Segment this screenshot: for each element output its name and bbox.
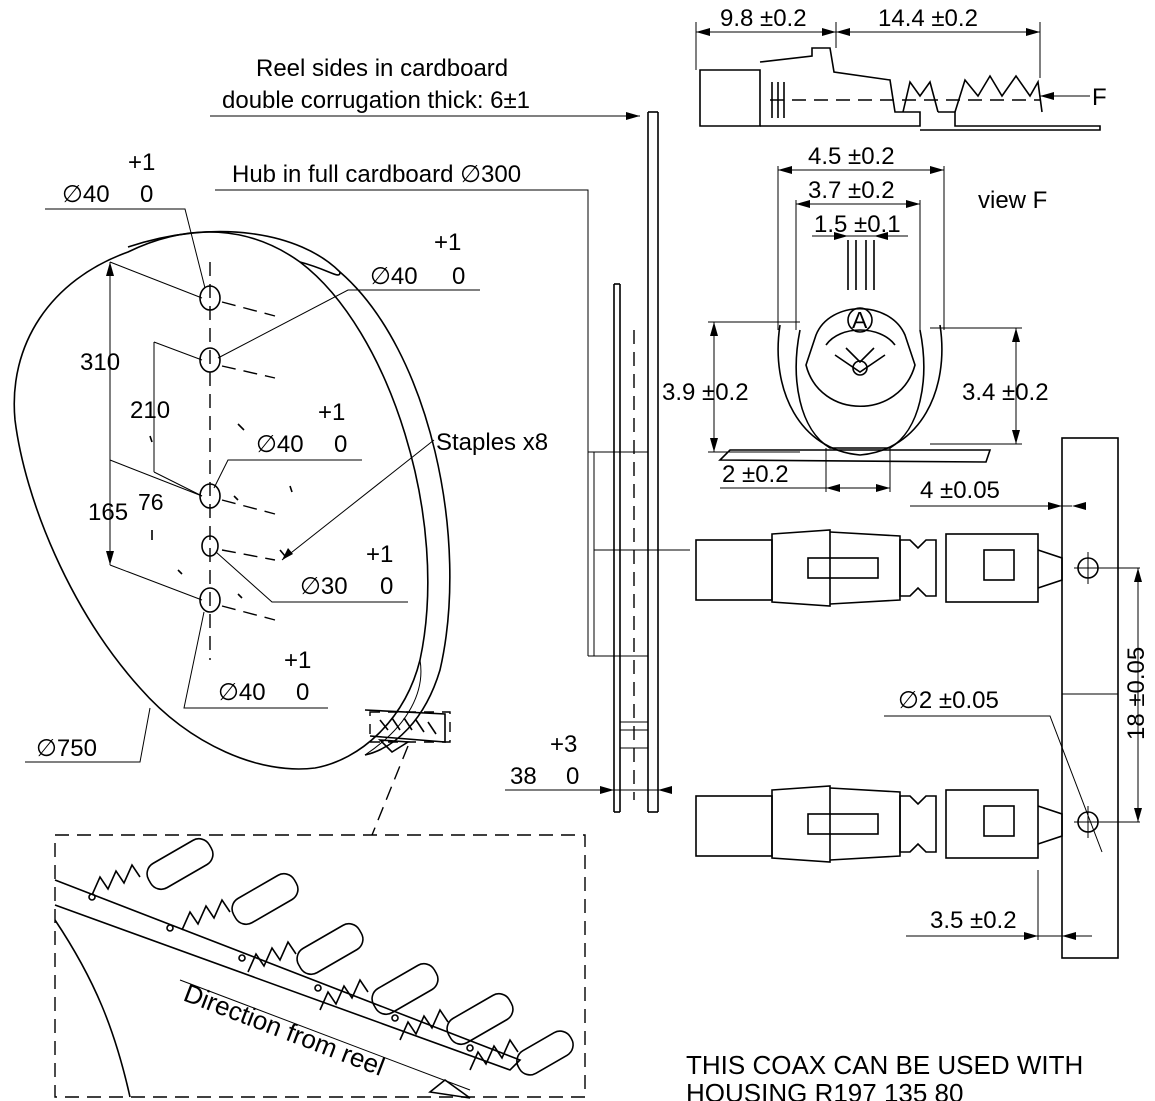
- contact-mark: A: [852, 307, 868, 333]
- hole-4-zero: 0: [380, 573, 393, 600]
- direction-label: Direction from reel: [180, 978, 389, 1082]
- hole-top-dia: ∅40: [62, 181, 110, 208]
- sides-line1: Reel sides in cardboard: [256, 55, 508, 82]
- width-zero: 0: [566, 763, 579, 790]
- staples-label: Staples x8: [436, 429, 548, 456]
- reel-diameter: ∅750: [36, 735, 97, 762]
- hole-top-tol: +1: [128, 149, 155, 176]
- dim-76: 76: [138, 489, 164, 515]
- hole-2-dia: ∅40: [370, 263, 418, 290]
- contact-1: [695, 529, 1140, 607]
- note-line2: HOUSING R197 135 80: [686, 1078, 963, 1101]
- width-value: 38: [510, 763, 537, 790]
- hole-4-dia: ∅30: [300, 573, 348, 600]
- view-letter: F: [1092, 84, 1107, 111]
- strip-view: 4 ±0.05: [695, 437, 1150, 959]
- dim-2: 2 ±0.2: [722, 461, 789, 488]
- hole-3-tol: +1: [318, 399, 345, 426]
- dim-3-9: 3.9 ±0.2: [662, 379, 749, 406]
- dim-4: 4 ±0.05: [920, 477, 1000, 504]
- dim-3-7: 3.7 ±0.2: [808, 177, 895, 204]
- note: THIS COAX CAN BE USED WITH HOUSING R197 …: [686, 1050, 1083, 1101]
- dim-210: 210: [130, 397, 170, 424]
- hole-3-zero: 0: [334, 431, 347, 458]
- contact-2: [695, 785, 1140, 863]
- hole-5-zero: 0: [296, 679, 309, 706]
- hub-label: Hub in full cardboard ∅300: [232, 161, 521, 188]
- contact-side-view: 9.8 ±0.2 14.4 ±0.2 F: [695, 5, 1107, 131]
- dim-1-5: 1.5 ±0.1: [814, 211, 901, 238]
- hole-2-tol: +1: [434, 229, 461, 256]
- dim-3-4: 3.4 ±0.2: [962, 379, 1049, 406]
- dim-18: 18 ±0.05: [1123, 647, 1150, 740]
- dim-3-5: 3.5 ±0.2: [930, 907, 1017, 934]
- view-f: view F 4.5 ±0.2 3.7 ±0.2 1.5 ±0.1 A 3.9 …: [662, 143, 1049, 492]
- dim-310: 310: [80, 349, 120, 376]
- dim-14-4: 14.4 ±0.2: [878, 5, 978, 32]
- reel-side-view: +3 38 0: [505, 111, 690, 813]
- sides-line2: double corrugation thick: 6±1: [222, 87, 530, 114]
- hole-2-zero: 0: [452, 263, 465, 290]
- detail-view: Direction from reel: [54, 745, 586, 1099]
- note-line1: THIS COAX CAN BE USED WITH: [686, 1050, 1083, 1080]
- hole-3-dia: ∅40: [256, 431, 304, 458]
- width-tol: +3: [550, 731, 577, 758]
- hole-5-dia: ∅40: [218, 679, 266, 706]
- dim-165: 165: [88, 499, 128, 526]
- view-f-label: view F: [978, 187, 1047, 214]
- dim-4-5: 4.5 ±0.2: [808, 143, 895, 170]
- dim-hole: ∅2 ±0.05: [898, 687, 999, 714]
- hole-5-tol: +1: [284, 647, 311, 674]
- dim-9-8: 9.8 ±0.2: [720, 5, 807, 32]
- hole-top-zero: 0: [140, 181, 153, 208]
- hole-4-tol: +1: [366, 541, 393, 568]
- reel-view: 310 210 165 76 +1 ∅40 0 +1 ∅40 0 +1 ∅40 …: [13, 55, 640, 770]
